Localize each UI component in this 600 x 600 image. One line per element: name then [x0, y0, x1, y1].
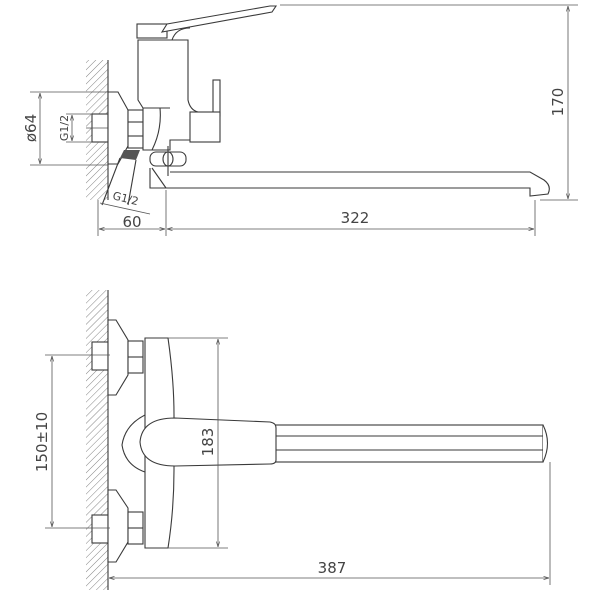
offset-label: 60	[122, 213, 141, 231]
wall-hatch	[86, 290, 108, 590]
eccentric-nut	[127, 109, 144, 149]
inlet-thread-label: G1/2	[58, 115, 71, 141]
spout-tube	[274, 424, 544, 463]
eccentric-thread-label: G1/2	[111, 189, 140, 208]
lever-handle	[139, 417, 277, 467]
side-view: 170 ø64 G1/2 G1/2 60 322	[22, 4, 578, 236]
mixer-body	[137, 39, 199, 151]
diverter-knob	[212, 79, 221, 117]
inlet-spacing-label: 150±10	[33, 412, 51, 472]
spout	[149, 168, 550, 197]
aerator-rings	[149, 146, 187, 176]
height-label: 170	[549, 88, 567, 117]
reach-label: 322	[341, 209, 370, 227]
body-height-label: 183	[199, 428, 217, 457]
escutcheon-bottom	[107, 489, 129, 563]
escutcheon-top	[107, 319, 129, 396]
front-view: 183 150±10 387	[33, 290, 551, 590]
total-length-label: 387	[318, 559, 347, 577]
diameter-label: ø64	[22, 114, 40, 142]
lever-handle	[160, 5, 278, 33]
eccentric-thread	[120, 150, 140, 160]
